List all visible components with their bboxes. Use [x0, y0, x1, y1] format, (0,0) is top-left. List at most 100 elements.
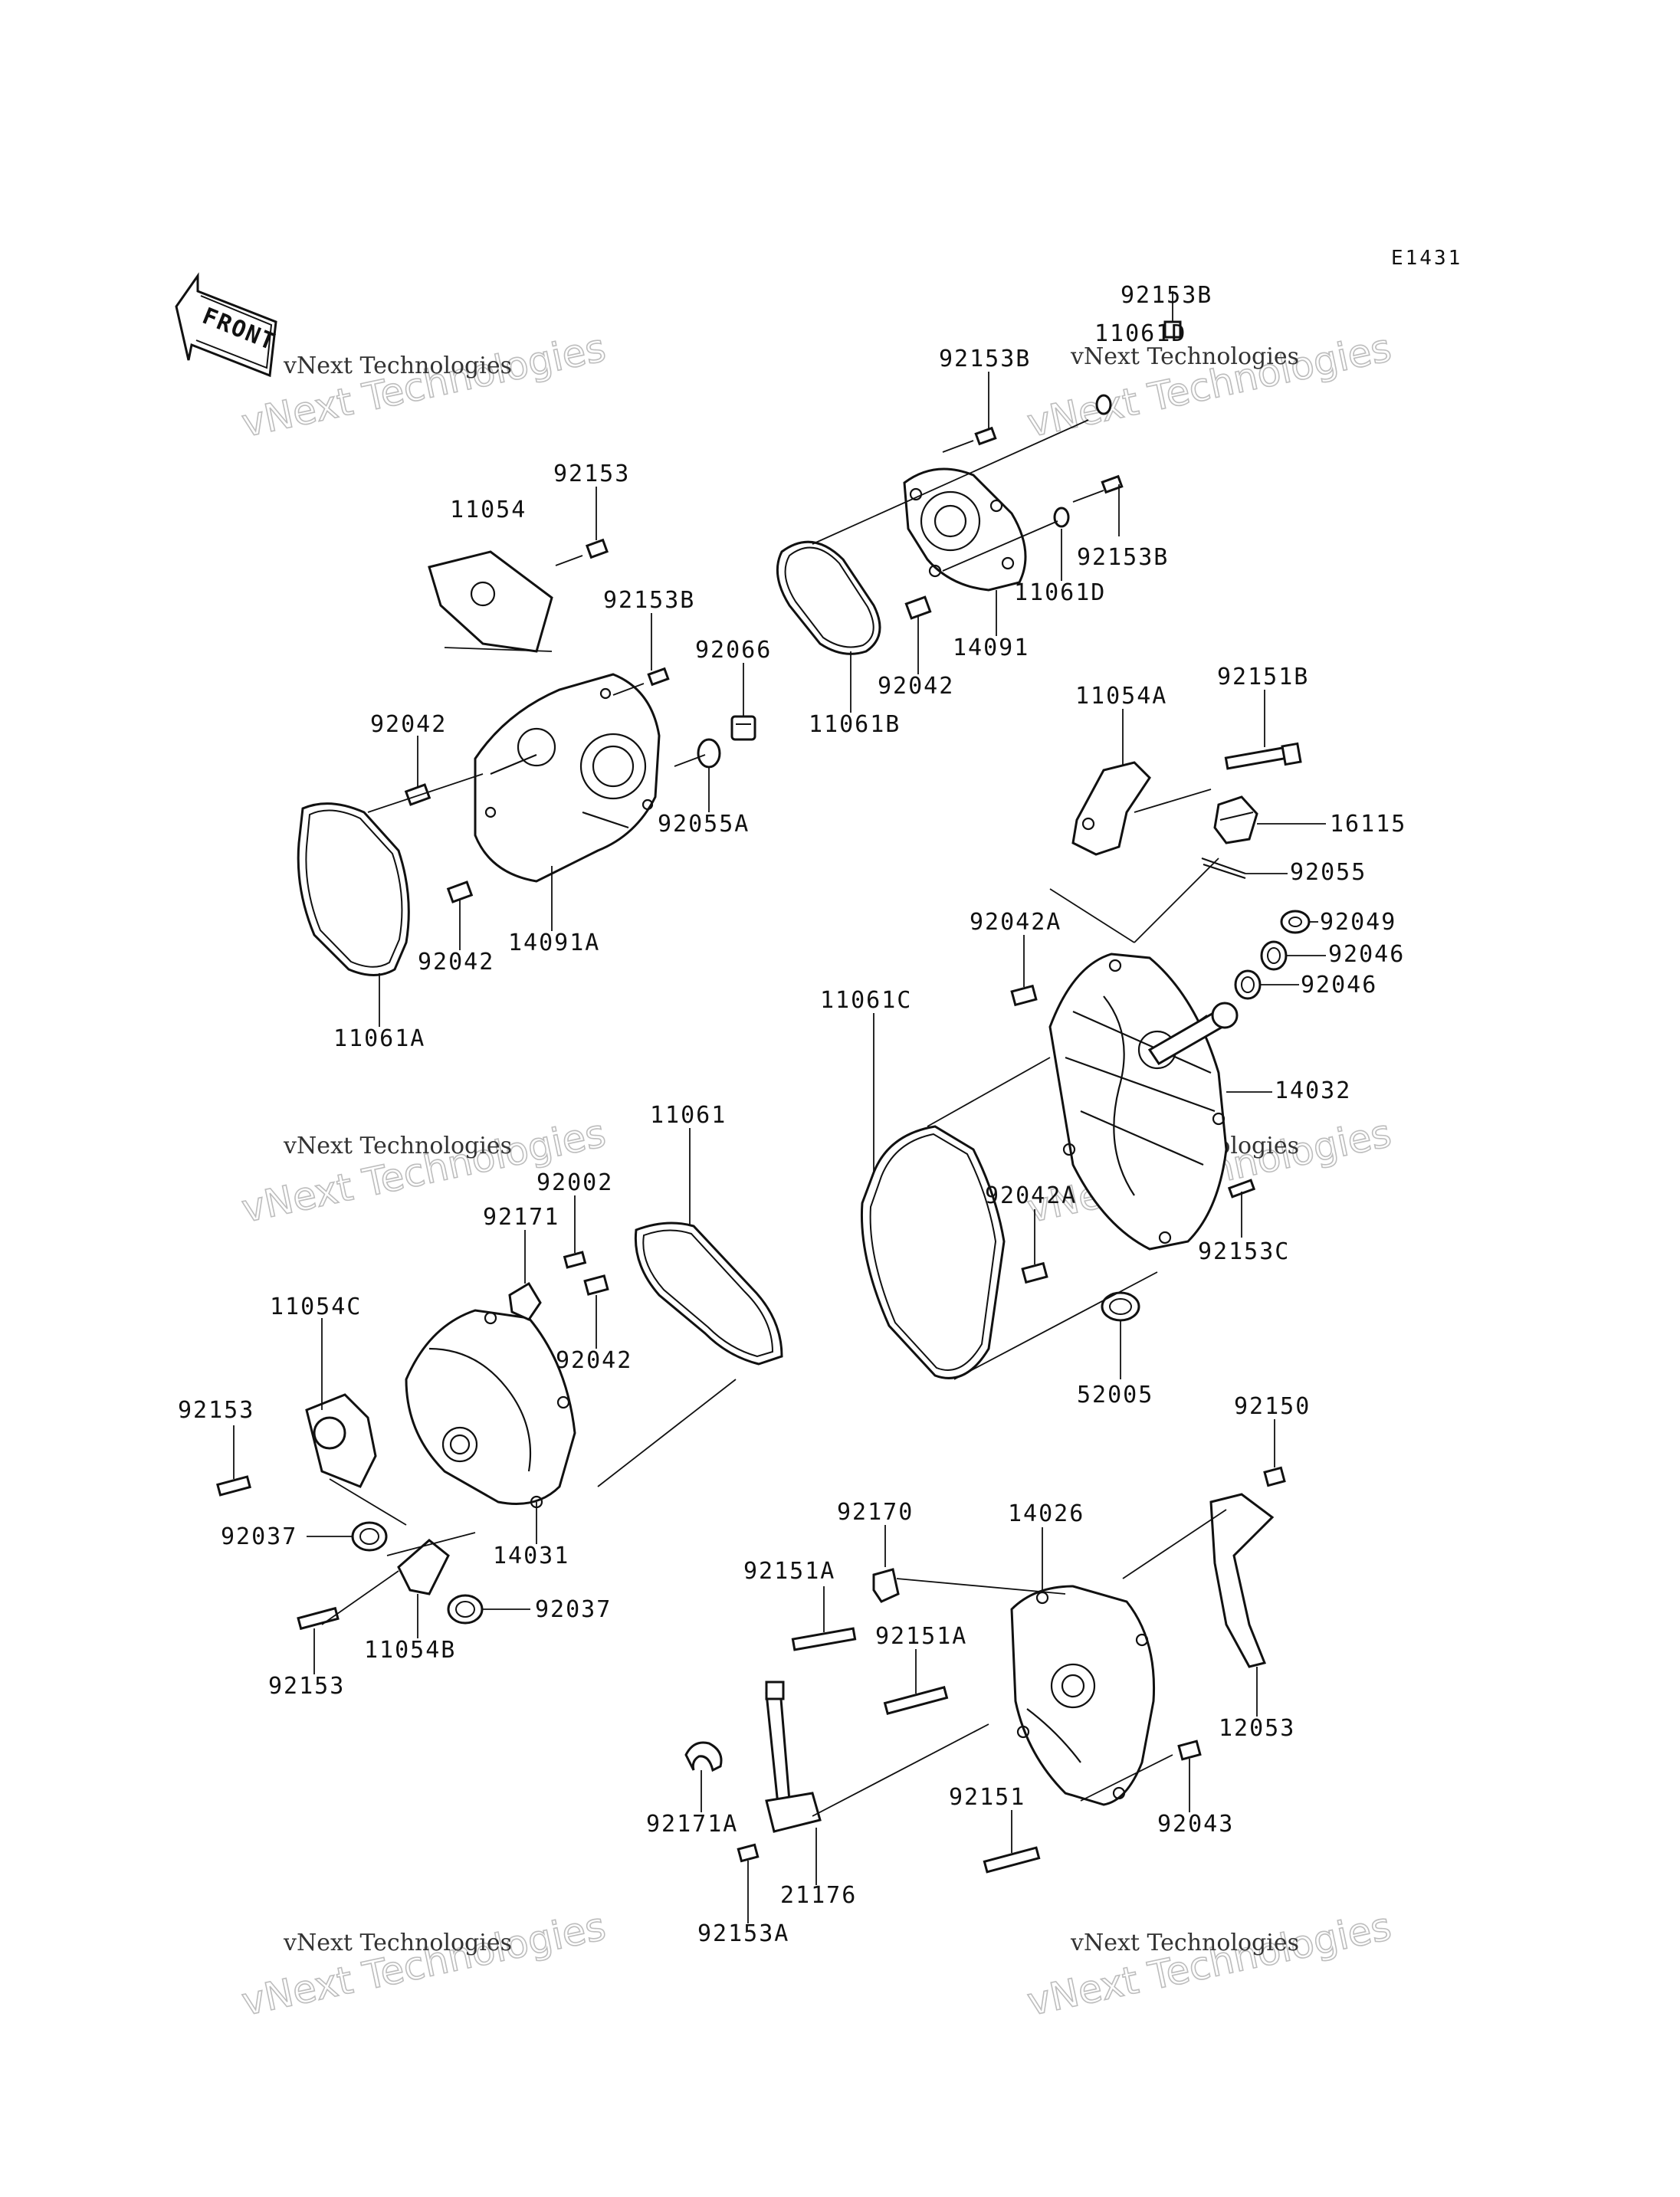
watermark: vNext Technologies vNext Technologies: [1023, 325, 1396, 447]
bearing-92046-b: [1234, 969, 1262, 1000]
label-52005: 52005: [1077, 1382, 1153, 1408]
clamp-92037-a: [351, 1521, 388, 1552]
bolt-92153A: [737, 1843, 760, 1863]
label-14026: 14026: [1008, 1500, 1084, 1527]
label-92153-b: 92153: [178, 1397, 254, 1424]
dowel-92042A-a: [1010, 984, 1038, 1007]
oilseal-52005: [1101, 1291, 1140, 1322]
bolt-92153B-right: [1072, 474, 1124, 503]
label-92170: 92170: [837, 1499, 914, 1526]
label-14032: 14032: [1275, 1077, 1351, 1104]
label-92042A-b: 92042A: [985, 1182, 1077, 1209]
label-11061C: 11061C: [820, 987, 912, 1014]
bolt-92153B-upper: [1163, 307, 1182, 339]
gasket-11061A: [297, 802, 410, 976]
bolt-92151A-b: [883, 1686, 949, 1715]
bearing-92046-a: [1260, 940, 1288, 971]
label-92046-a: 92046: [1328, 941, 1405, 968]
gasket-11061B: [776, 540, 881, 655]
svg-text:vNext Technologies: vNext Technologies: [1070, 1930, 1299, 1956]
label-92171A: 92171A: [646, 1811, 738, 1838]
label-92153-c: 92153: [268, 1673, 345, 1700]
cover-14091A: [474, 673, 661, 883]
label-92151B: 92151B: [1217, 664, 1309, 690]
label-92055: 92055: [1290, 859, 1367, 886]
clamp-92171A: [684, 1741, 723, 1772]
gasket-11061: [634, 1221, 783, 1366]
svg-text:vNext Technologies: vNext Technologies: [1070, 343, 1299, 370]
label-92042-c: 92042: [418, 949, 494, 976]
dowel-92042-c: [446, 880, 474, 903]
cover-14032: [1048, 953, 1239, 1251]
label-92153-a: 92153: [553, 461, 630, 487]
bracket-11054A: [1071, 761, 1151, 856]
label-92153B-d: 92153B: [603, 587, 695, 614]
label-11061D-a: 11061D: [1094, 320, 1186, 347]
label-92171: 92171: [483, 1204, 559, 1231]
label-11061A: 11061A: [333, 1025, 425, 1052]
label-21176: 21176: [780, 1882, 857, 1909]
label-92002: 92002: [536, 1169, 613, 1196]
washer-11061D-b: [1053, 507, 1070, 528]
bolt-92151A-a: [791, 1627, 857, 1651]
label-92153B-a: 92153B: [1121, 282, 1212, 309]
label-92153C: 92153C: [1198, 1238, 1290, 1265]
label-92151A-a: 92151A: [743, 1558, 835, 1585]
label-16115: 16115: [1330, 811, 1406, 838]
svg-text:vNext Technologies: vNext Technologies: [283, 353, 512, 379]
label-92037-b: 92037: [535, 1596, 612, 1623]
bolt-92153-lower-left: [297, 1606, 340, 1631]
label-92042A-a: 92042A: [970, 909, 1061, 936]
label-14091A: 14091A: [508, 930, 600, 956]
bolt-92153B-top: [942, 426, 997, 453]
label-11061: 11061: [650, 1102, 727, 1129]
label-11054C: 11054C: [270, 1294, 362, 1320]
label-92037-a: 92037: [221, 1523, 297, 1550]
bolt-92002: [563, 1251, 587, 1269]
cover-14031: [405, 1309, 576, 1509]
bracket-11054: [428, 550, 553, 653]
label-92150: 92150: [1234, 1393, 1311, 1420]
label-11054A: 11054A: [1075, 683, 1167, 710]
clamp-92037-b: [447, 1594, 484, 1625]
svg-text:vNext Technologies: vNext Technologies: [238, 326, 609, 446]
bolt-92151: [983, 1846, 1041, 1874]
label-92153A: 92153A: [697, 1920, 789, 1947]
label-92153B-c: 92153B: [1077, 544, 1169, 571]
label-14031: 14031: [493, 1543, 569, 1569]
cover-14091: [903, 467, 1027, 592]
label-92151A-b: 92151A: [875, 1623, 967, 1650]
label-92151: 92151: [949, 1784, 1025, 1811]
watermark: vNext Technologies vNext Technologies: [238, 325, 610, 447]
dowel-92042-b: [404, 783, 431, 806]
bolt-92153C: [1227, 1179, 1256, 1199]
svg-text:vNext Technologies: vNext Technologies: [283, 1930, 512, 1956]
label-11054B: 11054B: [364, 1637, 456, 1664]
label-11061B: 11061B: [809, 711, 901, 738]
bolt-92150: [1263, 1466, 1286, 1487]
label-12053: 12053: [1219, 1715, 1295, 1742]
bracket-12053: [1209, 1493, 1275, 1668]
label-11054: 11054: [450, 497, 527, 523]
label-92066: 92066: [695, 637, 772, 664]
washer-11061D-a: [1095, 394, 1112, 415]
plug-92066: [730, 715, 756, 741]
bolt-92153B-left: [612, 667, 670, 696]
label-11061D-b: 11061D: [1014, 579, 1106, 606]
diagram-code: E1431: [1391, 247, 1462, 270]
label-92042-b: 92042: [370, 711, 447, 738]
bracket-11054C: [305, 1393, 377, 1488]
label-92042-d: 92042: [556, 1347, 632, 1374]
bolt-92153-top-left: [555, 538, 609, 566]
label-92042-a: 92042: [878, 673, 954, 700]
bolt-92153-mid-left: [216, 1475, 251, 1497]
plug-16115: [1213, 795, 1258, 844]
front-arrow-icon: FRONT: [175, 272, 280, 378]
svg-text:vNext Technologies: vNext Technologies: [283, 1133, 512, 1159]
gasket-11061C: [860, 1125, 1006, 1379]
label-14091: 14091: [953, 635, 1029, 661]
dowel-92042-d: [583, 1274, 609, 1296]
bracket-11054B: [397, 1539, 450, 1595]
dowel-92043: [1177, 1740, 1202, 1761]
